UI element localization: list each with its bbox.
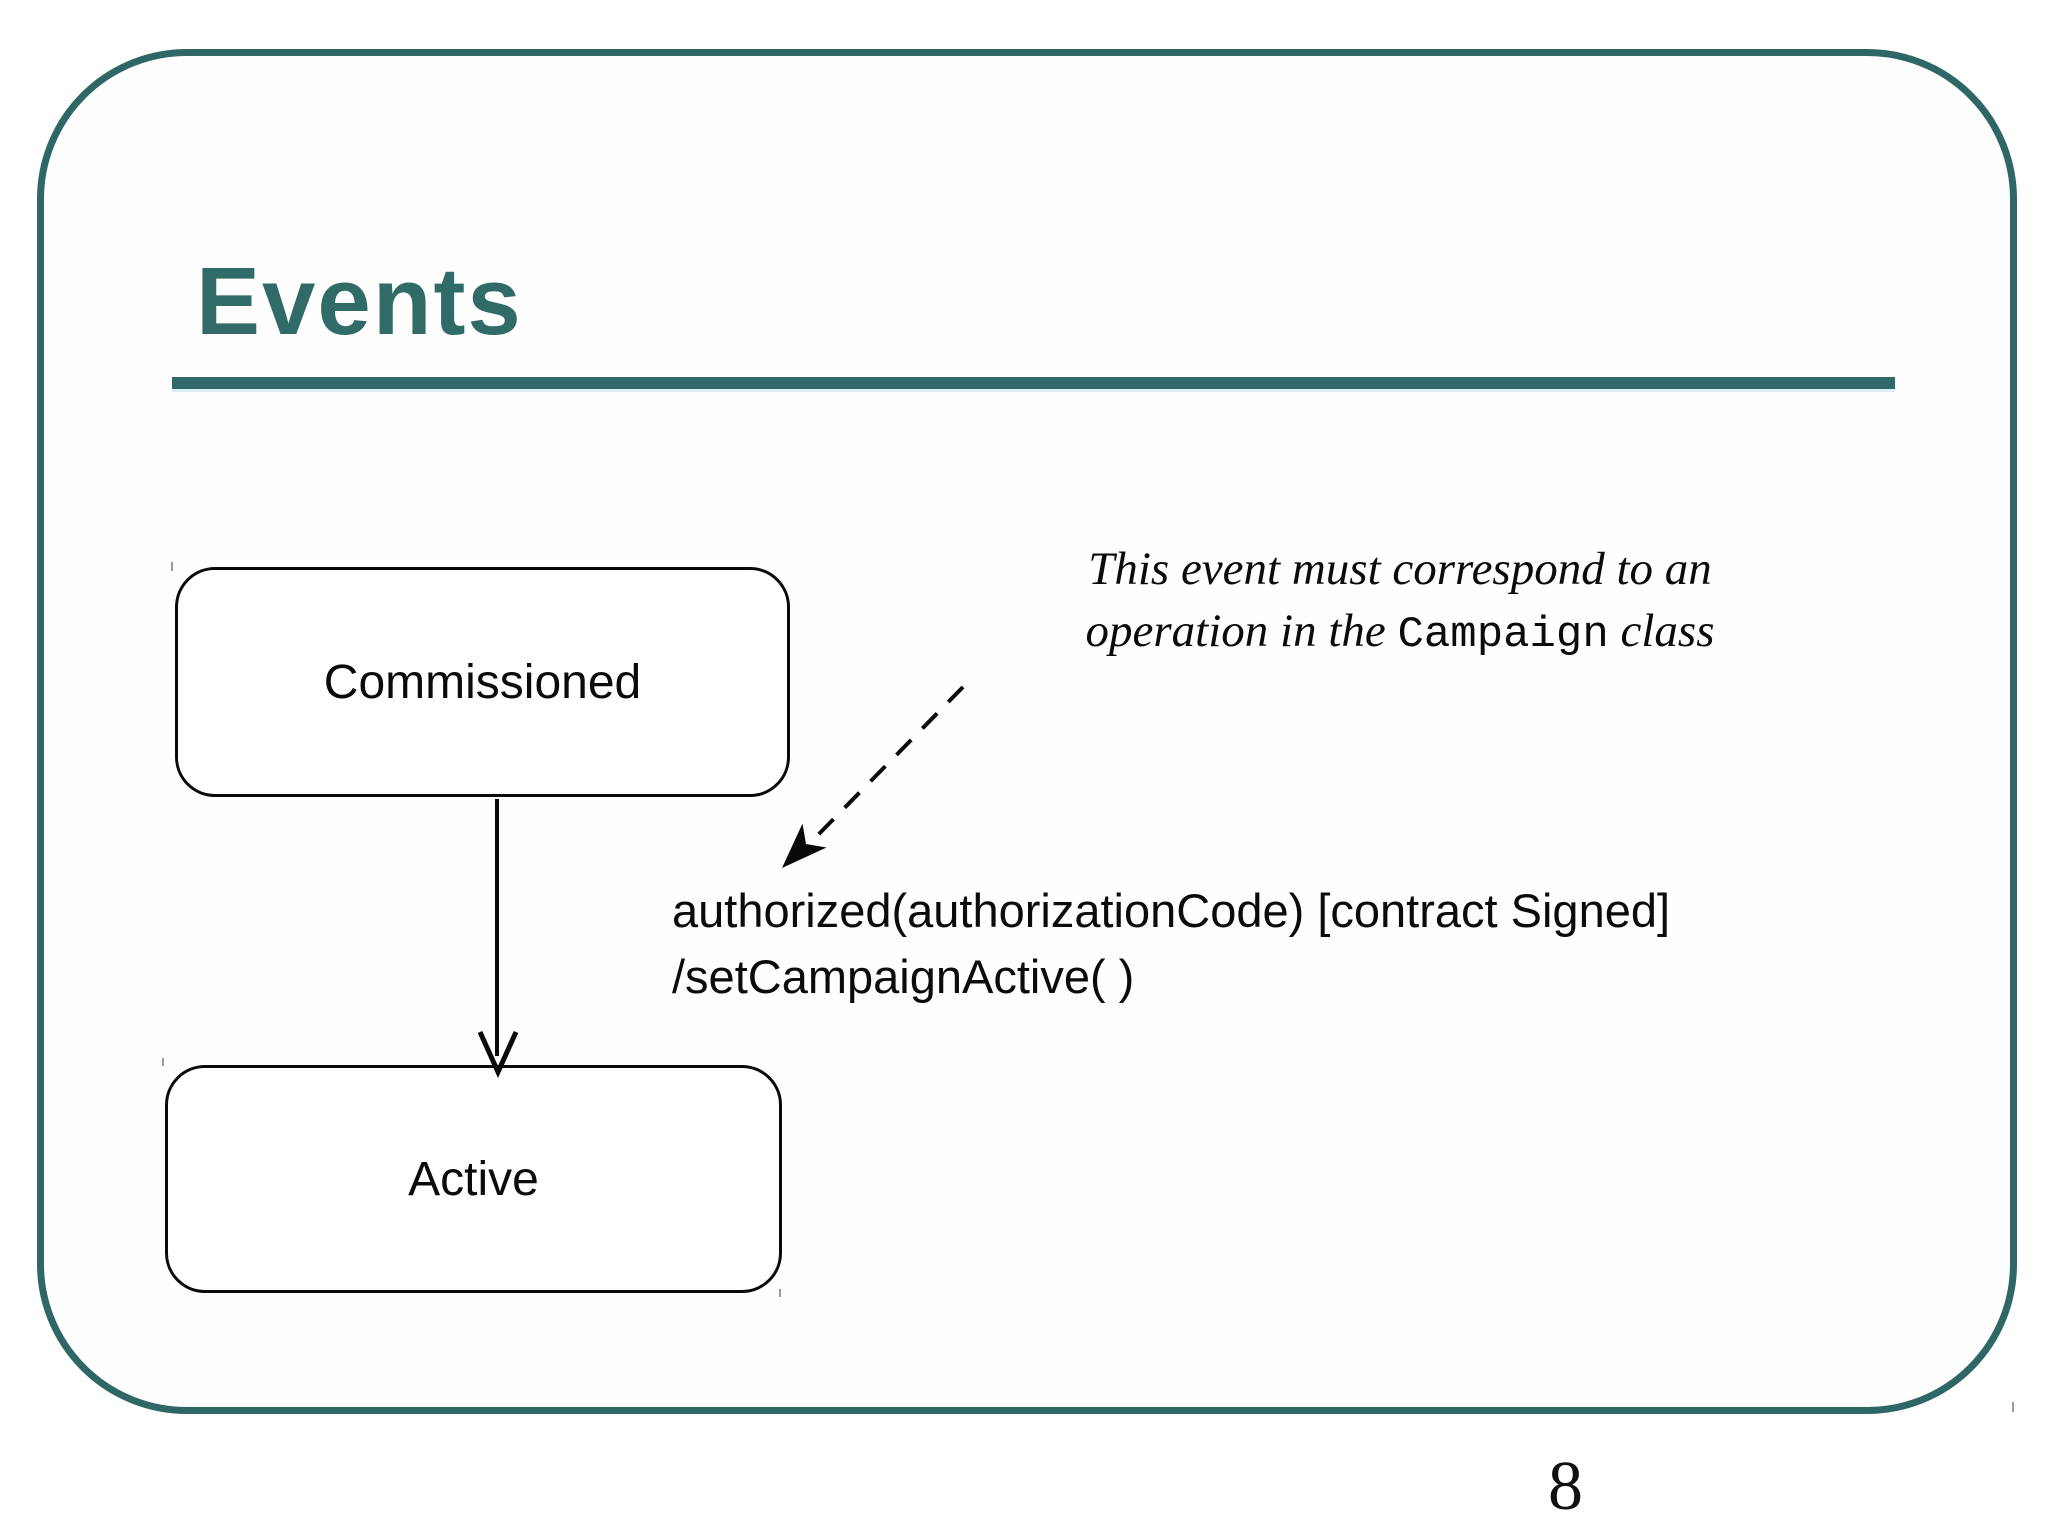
state-box-active: Active <box>165 1065 782 1293</box>
scan-artifact-tick <box>2012 1402 2014 1412</box>
annotation-line2-pre: operation in the <box>1085 605 1398 657</box>
annotation-line1: This event must correspond to an <box>1088 543 1712 595</box>
page-number: 8 <box>1548 1448 1583 1525</box>
annotation-line2-post: class <box>1608 605 1715 657</box>
transition-action-line: /setCampaignActive( ) <box>672 950 1135 1003</box>
scan-artifact-tick <box>162 1058 164 1066</box>
state-label-commissioned: Commissioned <box>323 655 642 709</box>
transition-event-line: authorized(authorizationCode) [contract … <box>672 884 1671 937</box>
scan-artifact-tick <box>779 1289 781 1297</box>
transition-label: authorized(authorizationCode) [contract … <box>672 878 1670 1010</box>
title-underline <box>172 377 1895 392</box>
annotation-note: This event must correspond to an operati… <box>1000 538 1800 666</box>
scan-artifact-tick <box>171 562 173 571</box>
page-title: Events <box>196 248 523 355</box>
state-box-commissioned: Commissioned <box>175 567 790 797</box>
annotation-code-word: Campaign <box>1397 610 1609 660</box>
state-label-active: Active <box>408 1152 539 1206</box>
